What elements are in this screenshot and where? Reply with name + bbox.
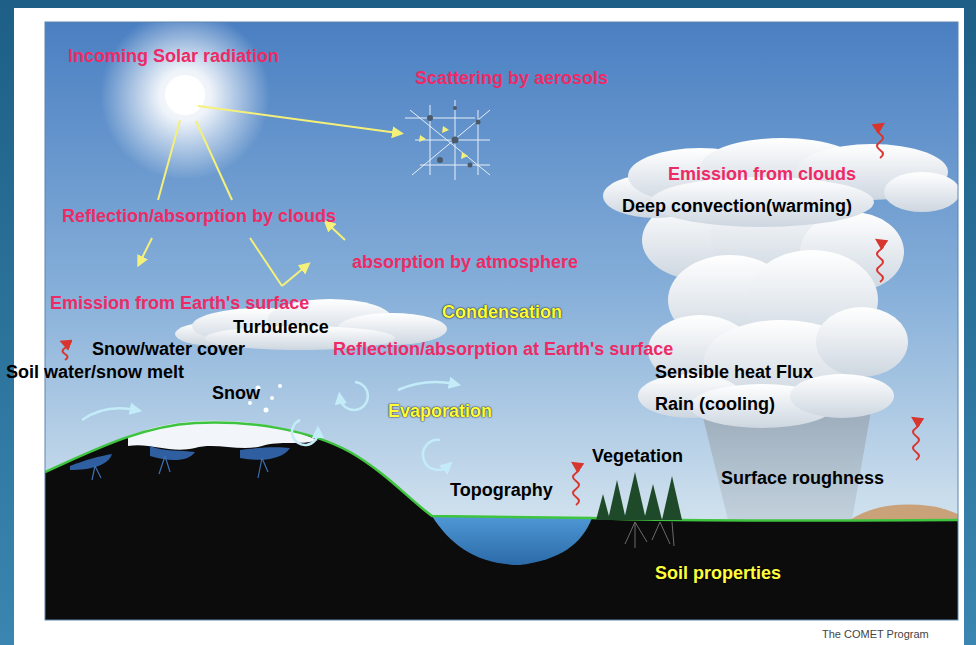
- aerosol-particles: [442, 126, 449, 133]
- feature-label: Surface roughness: [721, 468, 884, 489]
- sun: [100, 22, 270, 180]
- feature-label: Turbulence: [233, 317, 329, 338]
- trees: [596, 494, 610, 520]
- wind-arrows: [398, 382, 455, 390]
- aerosol-particles: [437, 157, 443, 163]
- aerosol-particles: [405, 100, 490, 180]
- aerosol-particles: [405, 118, 475, 119]
- terrain: [70, 454, 112, 470]
- terrain: [45, 422, 958, 620]
- snowfall: [278, 384, 282, 388]
- trees: [624, 472, 646, 520]
- aerosol-particles: [419, 135, 426, 142]
- water-process-label: Condensation: [442, 302, 562, 323]
- trees: [608, 480, 626, 520]
- feature-label: Sensible heat Flux: [655, 362, 813, 383]
- feature-label: Soil water/snow melt: [6, 362, 184, 383]
- process-label: Deep convection(warming): [622, 196, 852, 217]
- cumulonimbus-cloud: [816, 307, 908, 377]
- process-label: Emission from clouds: [668, 164, 856, 185]
- feature-label: Snow: [212, 383, 260, 404]
- sun-rays: [328, 224, 345, 240]
- sun: [100, 22, 270, 180]
- terrain: [150, 446, 195, 460]
- aerosol-particles: [405, 100, 490, 180]
- terrain: [432, 516, 592, 565]
- terrain: [92, 456, 268, 480]
- scene: [45, 22, 958, 620]
- wind-arrows: [340, 382, 368, 410]
- terrain: [45, 422, 958, 520]
- aerosol-particles: [427, 115, 433, 121]
- feature-label: Vegetation: [592, 446, 683, 467]
- sun: [165, 75, 205, 115]
- feature-label: Topography: [450, 480, 553, 501]
- wind-arrows: [423, 440, 448, 470]
- water-process-label: Evaporation: [388, 401, 492, 422]
- water-process-label: Soil properties: [655, 563, 781, 584]
- aerosol-particles: [453, 106, 457, 110]
- sun-rays: [250, 238, 282, 286]
- emission-arrows: [913, 420, 919, 460]
- aerosol-particles: [468, 163, 473, 168]
- trees: [644, 484, 662, 520]
- process-label: Emission from Earth's surface: [50, 293, 309, 314]
- sun-rays: [282, 266, 306, 286]
- aerosol-particles: [410, 110, 490, 175]
- process-label: absorption by atmosphere: [352, 252, 578, 273]
- emission-arrows: [877, 126, 883, 158]
- terrain: [92, 456, 268, 480]
- feature-label: Rain (cooling): [655, 394, 775, 415]
- process-label: Reflection/absorption by clouds: [62, 206, 336, 227]
- wind-arrows: [82, 382, 455, 470]
- sun-rays: [140, 238, 152, 262]
- aerosol-particles: [461, 152, 468, 159]
- trees: [662, 476, 682, 520]
- wind-arrows: [82, 408, 136, 420]
- sun-rays: [158, 120, 180, 200]
- aerosol-particles: [419, 126, 468, 159]
- snowfall: [264, 408, 269, 413]
- terrain: [128, 421, 318, 450]
- aerosol-particles: [412, 110, 490, 175]
- terrain: [45, 421, 958, 620]
- trees: [596, 472, 682, 520]
- trees: [596, 472, 682, 548]
- aerosol-particles: [452, 137, 459, 144]
- wind-arrows: [292, 420, 318, 445]
- trees: [625, 522, 674, 548]
- picture-frame: [45, 22, 958, 620]
- emission-arrows: [573, 465, 579, 505]
- emission-arrows: [877, 242, 883, 282]
- process-label: Scattering by aerosols: [415, 68, 608, 89]
- sun-rays: [196, 121, 232, 200]
- process-label: Incoming Solar radiation: [68, 46, 279, 67]
- trees: [625, 522, 674, 548]
- terrain: [240, 447, 290, 460]
- process-label: Reflection/absorption at Earth's surface: [333, 339, 673, 360]
- feature-label: Snow/water cover: [92, 339, 245, 360]
- credit-watermark: The COMET Program: [822, 628, 929, 641]
- emission-arrows: [63, 343, 68, 360]
- sky: [45, 22, 958, 620]
- emission-arrows: [63, 126, 920, 505]
- sun-rays: [198, 106, 398, 133]
- aerosol-particles: [476, 120, 481, 125]
- snowfall: [270, 396, 274, 400]
- aerosol-particles: [427, 106, 481, 168]
- picture-card: [14, 8, 964, 645]
- cumulonimbus-cloud: [603, 138, 958, 428]
- cumulonimbus-cloud: [884, 172, 958, 212]
- terrain: [850, 505, 958, 520]
